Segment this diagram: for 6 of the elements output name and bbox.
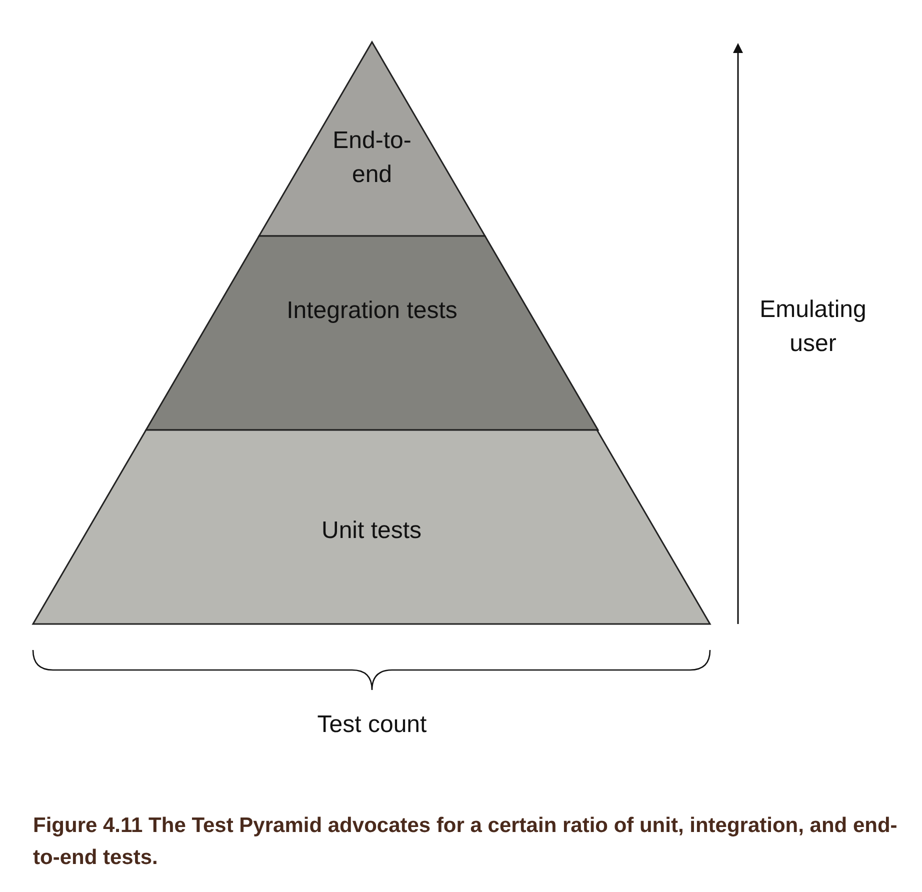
figure-caption: Figure 4.11 The Test Pyramid advocates for a certain ratio of unit, integration, and end-to-end tests.	[33, 813, 898, 871]
tier-label: End-to-end	[332, 126, 412, 190]
axis-label: Emulating user	[758, 295, 868, 359]
tier-label: Integration tests	[286, 296, 458, 326]
tier-label: Unit tests	[320, 516, 423, 546]
axis-label: Test count	[316, 710, 428, 740]
